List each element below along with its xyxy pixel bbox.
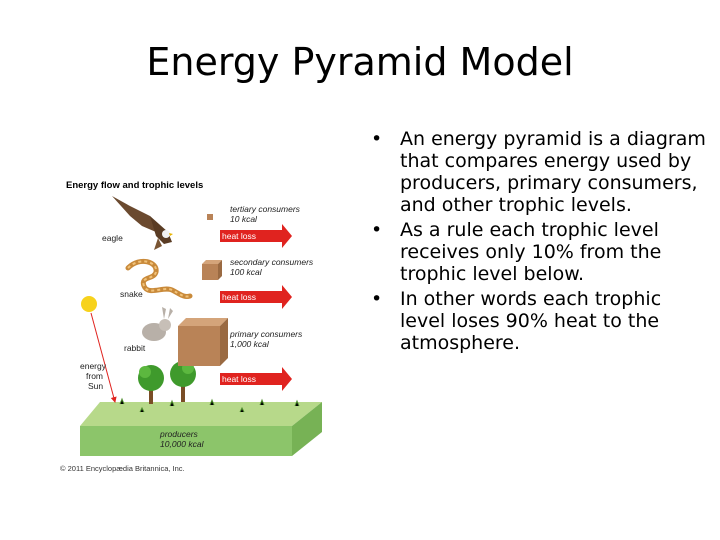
bullet-item: • In other words each trophic level loses… [371,288,711,354]
energy-label: energy [80,361,106,371]
heat-loss-label: heat loss [222,374,257,384]
heat-loss-label: heat loss [222,231,257,241]
energy-sun-label: Sun [88,381,104,391]
tertiary-level-label: tertiary consumers [230,204,300,214]
heat-arrow-1 [220,224,292,248]
bullet-item: • An energy pyramid is a diagram that com… [371,128,711,216]
heat-arrow-3 [220,367,292,391]
primary-level-energy: 1,000 kcal [230,339,269,349]
bullet-dot-icon: • [371,219,383,241]
bullet-item: • As a rule each trophic level receives o… [371,219,711,285]
bullet-dot-icon: • [371,128,383,150]
energy-from-label: from [86,371,103,381]
bullet-dot-icon: • [371,288,383,310]
figure-graphics [80,196,322,456]
primary-level-label: primary consumers [230,329,303,339]
secondary-level-label: secondary consumers [230,257,314,267]
bullet-list: • An energy pyramid is a diagram that com… [371,128,711,357]
box-secondary [202,260,222,280]
bullet-text: An energy pyramid is a diagram that comp… [400,128,706,216]
grass-icon [119,397,300,413]
ground-front [80,426,292,456]
slide-title: Energy Pyramid Model [146,40,574,84]
secondary-level-energy: 100 kcal [230,267,262,277]
producers-level-energy: 10,000 kcal [160,439,204,449]
sun-energy-arrow [90,312,117,403]
heat-arrow-2 [220,285,292,309]
bullet-text: In other words each trophic level loses … [400,288,662,354]
sun-icon [81,296,97,312]
tree-icon [138,365,164,404]
bullet-text: As a rule each trophic level receives on… [400,219,662,285]
box-tertiary [207,214,213,220]
figure-title: Energy flow and trophic levels [66,180,204,191]
heat-loss-label: heat loss [222,292,257,302]
energy-flow-figure: Energy flow and trophic levels eagle sna… [60,176,330,476]
box-primary [178,318,228,366]
snake-label: snake [120,289,143,299]
image-credit: © 2011 Encyclopædia Britannica, Inc. [60,464,185,473]
ground-side [292,402,322,456]
producers-level-label: producers [160,429,198,439]
ground-top [80,402,322,426]
tree-icon [170,361,196,402]
rabbit-icon [142,307,173,341]
eagle-icon [112,196,173,250]
eagle-label: eagle [102,233,123,243]
tertiary-level-energy: 10 kcal [230,214,257,224]
rabbit-label: rabbit [124,343,146,353]
